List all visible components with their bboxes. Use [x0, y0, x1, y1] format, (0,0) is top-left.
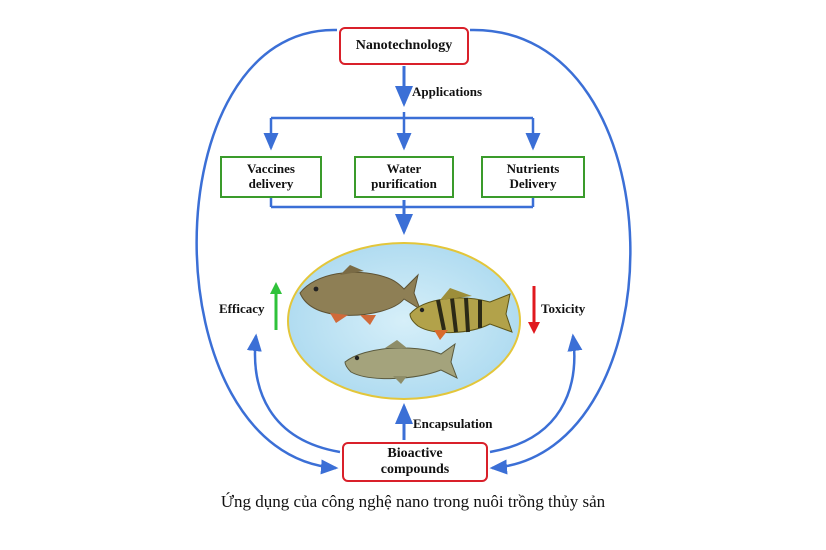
- nanotechnology-node: Nanotechnology: [339, 27, 469, 65]
- applications-label: Applications: [412, 84, 483, 99]
- vaccines-line-1: Vaccines: [247, 161, 295, 177]
- nutrients-line-1: Nutrients: [506, 161, 560, 177]
- bioactive-line-2: compounds: [380, 462, 450, 477]
- loop-left-arc: [195, 28, 339, 475]
- toxicity-label: Toxicity: [541, 301, 586, 316]
- vaccines-delivery-node: Vaccines delivery: [220, 156, 322, 198]
- perch-fish-icon: [409, 288, 513, 340]
- vaccines-line-2: delivery: [248, 176, 294, 191]
- loop-right-arc: [469, 28, 632, 475]
- water-line-1: Water: [386, 161, 422, 177]
- toxicity-down-arrow-icon: [528, 286, 540, 334]
- water-purification-node: Water purification: [354, 156, 454, 198]
- nutrients-delivery-node: Nutrients Delivery: [481, 156, 585, 198]
- water-line-2: purification: [371, 176, 437, 191]
- to-efficacy-curve: [246, 333, 341, 454]
- nutrients-line-2: Delivery: [509, 176, 557, 191]
- efficacy-label: Efficacy: [219, 301, 265, 316]
- nanotechnology-label: Nanotechnology: [355, 37, 453, 53]
- encapsulation-label: Encapsulation: [413, 416, 493, 431]
- figure-caption: Ứng dụng của công nghệ nano trong nuôi t…: [220, 492, 606, 511]
- bioactive-line-1: Bioactive: [387, 445, 443, 461]
- carp-fish-icon: [299, 265, 421, 325]
- to-toxicity-curve: [489, 333, 583, 454]
- chub-fish-icon: [344, 340, 458, 384]
- efficacy-up-arrow-icon: [270, 282, 282, 330]
- bioactive-compounds-node: Bioactive compounds: [342, 442, 488, 482]
